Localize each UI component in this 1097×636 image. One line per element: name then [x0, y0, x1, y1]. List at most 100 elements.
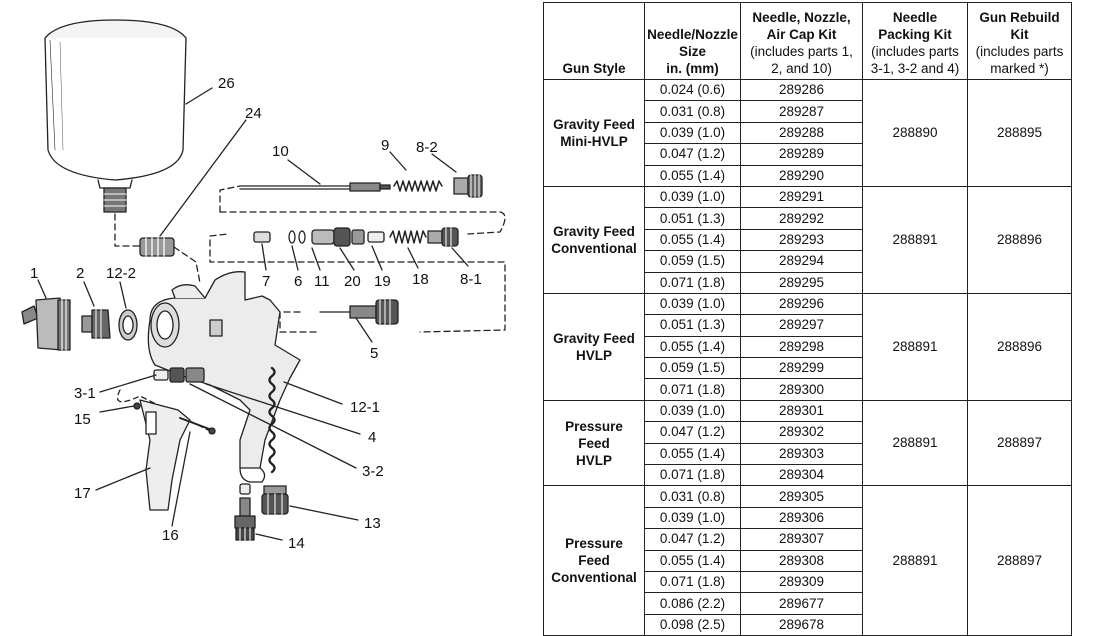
needle-size-cell: 0.039 (1.0) — [644, 292, 741, 316]
header-line: marked *) — [990, 61, 1049, 76]
needle-size-cell: 0.098 (2.5) — [644, 613, 741, 636]
table-row: 0.086 (2.2)289677 — [544, 592, 1072, 615]
fluid-adjust-knob — [453, 174, 483, 198]
needle-size-cell: 0.039 (1.0) — [644, 185, 741, 209]
needle-kit-cell: 289303 — [740, 442, 863, 466]
needle-kit-cell: 289295 — [740, 271, 863, 294]
needle-kit-cell: 289289 — [740, 143, 863, 166]
needle-kit-cell: 289292 — [740, 207, 863, 230]
callout-15: 15 — [74, 411, 91, 428]
header-line: Needle — [892, 10, 938, 25]
table-row: 0.071 (1.8)289300 — [544, 378, 1072, 401]
gun-style-line: Gravity Feed — [553, 116, 635, 132]
table-row: 0.059 (1.5)289299 — [544, 357, 1072, 380]
needle-kit-cell: 289288 — [740, 121, 863, 145]
needle-size-cell: 0.047 (1.2) — [644, 421, 741, 444]
needle-size-cell: 0.039 (1.0) — [644, 121, 741, 145]
needle-size-cell: 0.031 (0.8) — [644, 100, 741, 123]
needle-kit-cell: 289287 — [740, 100, 863, 123]
callout-7: 7 — [262, 273, 270, 290]
table-row: 0.055 (1.4)289308 — [544, 549, 1072, 572]
needle-kit-cell: 289302 — [740, 421, 863, 444]
needle-size-cell: 0.039 (1.0) — [644, 506, 741, 530]
callout-24: 24 — [245, 105, 262, 122]
header-line: Air Cap Kit — [766, 27, 837, 42]
callout-6: 6 — [294, 273, 302, 290]
table-row: 0.031 (0.8)289287 — [544, 100, 1072, 123]
packing-kit-cell: 288891 — [862, 485, 968, 636]
callout-19: 19 — [374, 273, 391, 290]
rebuild-kit-cell: 288897 — [967, 399, 1072, 487]
needle-kit-cell: 289305 — [740, 485, 863, 508]
needle-size-cell: 0.071 (1.8) — [644, 464, 741, 487]
rebuild-kit-cell: 288896 — [967, 292, 1072, 401]
header-line: (includes parts — [975, 44, 1064, 59]
packing-kit-cell: 288891 — [862, 399, 968, 487]
gun-style-line: Conventional — [551, 570, 637, 586]
callout-13: 13 — [364, 515, 381, 532]
callout-3-2: 3-2 — [362, 463, 384, 480]
handle-gasket — [268, 366, 276, 474]
needle-kit-cell: 289299 — [740, 357, 863, 380]
air-valve — [234, 483, 256, 541]
rebuild-kit-cell: 288895 — [967, 79, 1072, 187]
nozzle — [81, 309, 111, 339]
header-line: Packing Kit — [878, 27, 952, 42]
needle-kit-cell: 289677 — [740, 592, 863, 615]
needle-kit-cell: 289294 — [740, 250, 863, 273]
table-row: 0.059 (1.5)289294 — [544, 250, 1072, 273]
header-gun-style: Gun Style — [543, 2, 645, 80]
needle-size-cell: 0.059 (1.5) — [644, 357, 741, 380]
header-line: in. (mm) — [666, 61, 719, 76]
trigger — [139, 399, 191, 511]
callout-11: 11 — [314, 273, 330, 290]
packing-parts — [153, 367, 205, 383]
needle-size-cell: 0.031 (0.8) — [644, 485, 741, 508]
callout-20: 20 — [344, 273, 361, 290]
packing-kit-cell: 288890 — [862, 79, 968, 187]
needle-kit-cell: 289298 — [740, 335, 863, 359]
rebuild-kit-cell: 288897 — [967, 485, 1072, 636]
needle-size-cell: 0.055 (1.4) — [644, 335, 741, 359]
gun-style-line: HVLP — [575, 347, 612, 363]
table-row: 0.047 (1.2)289302 — [544, 421, 1072, 444]
gun-style-line: HVLP — [575, 452, 612, 468]
callout-26: 26 — [218, 75, 235, 92]
needle-kit-cell: 289304 — [740, 464, 863, 487]
needle-size-cell: 0.051 (1.3) — [644, 314, 741, 337]
gun-style-line: Feed — [578, 553, 610, 569]
needle-size-cell: 0.086 (2.2) — [644, 592, 741, 615]
needle-kit-cell: 289309 — [740, 570, 863, 594]
needle-kit-cell: 289286 — [740, 78, 863, 102]
needle-kit-cell: 289293 — [740, 228, 863, 252]
needle-size-cell: 0.055 (1.4) — [644, 549, 741, 572]
callout-9: 9 — [381, 137, 389, 154]
gun-style-line: Gravity Feed — [553, 330, 635, 346]
needle-kit-cell: 289301 — [740, 399, 863, 423]
needle-kit-cell: 289297 — [740, 314, 863, 337]
needle-size-cell: 0.059 (1.5) — [644, 250, 741, 273]
needle-size-cell: 0.055 (1.4) — [644, 442, 741, 466]
needle-kit-cell: 289291 — [740, 185, 863, 209]
needle-kit-cell: 289678 — [740, 613, 863, 636]
callout-2: 2 — [76, 265, 84, 282]
air-cap — [21, 297, 71, 351]
header-line: Gun Rebuild — [979, 10, 1060, 25]
paint-cup — [44, 19, 187, 213]
callout-8-1: 8-1 — [460, 271, 482, 288]
callout-18: 18 — [412, 271, 429, 288]
gun-style-line: Pressure — [565, 418, 623, 434]
callout-8-2: 8-2 — [416, 139, 438, 156]
callout-16: 16 — [162, 527, 179, 544]
callout-17: 17 — [74, 485, 91, 502]
